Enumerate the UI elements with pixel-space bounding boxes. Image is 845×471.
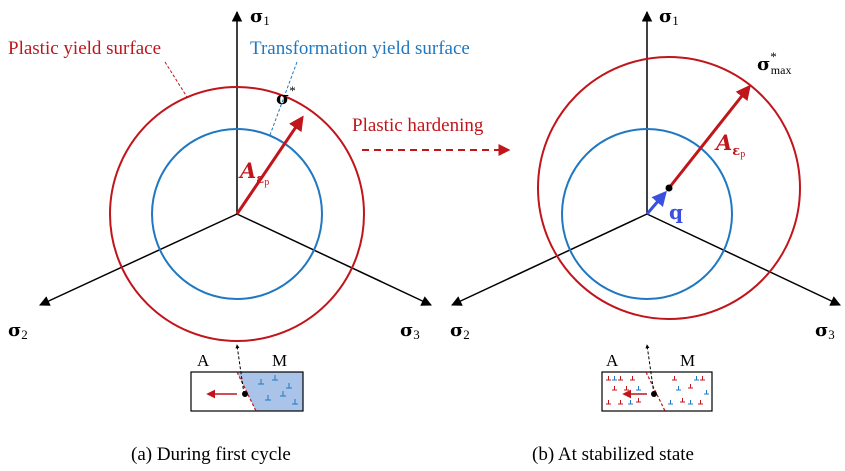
axis-sigma3-a (236, 213, 432, 306)
inset-a-martensite-region (237, 372, 303, 411)
plastic-yield-surface-b (537, 56, 801, 320)
transformation-leader-a (269, 61, 298, 136)
q-label: q (669, 200, 683, 224)
inset-b-martensite-label: M (680, 351, 695, 370)
inset-a-dashed-arrow (235, 344, 245, 395)
transformation-yield-label: Transformation yield surface (250, 38, 470, 59)
sigma3-label-b: σ3 (815, 320, 835, 342)
transformation-yield-surface-b (561, 128, 733, 300)
plastic-hardening-arrow: Plastic hardening (352, 115, 511, 156)
inset-b-austenite-label: A (606, 351, 619, 370)
panel-a: σ1 σ2 σ3 Plastic yield surface Transform… (8, 6, 470, 465)
inset-b-dislocations-red (606, 376, 705, 405)
sigma1-label-b: σ1 (659, 6, 679, 28)
inset-a-dot (242, 391, 248, 397)
inset-b: A M (601, 344, 713, 412)
plastic-leader-a (164, 61, 188, 98)
sigma-max-label: σ*max (757, 49, 791, 77)
axis-sigma2-b (451, 213, 648, 306)
caption-b: (b) At stabilized state (532, 444, 694, 465)
sigma2-label-b: σ2 (450, 320, 470, 342)
center-dot-b (665, 184, 673, 192)
caption-a: (a) During first cycle (131, 444, 291, 465)
inset-b-dot (651, 391, 657, 397)
plastic-yield-label: Plastic yield surface (8, 38, 161, 59)
inset-b-dislocations-blue (612, 376, 709, 405)
sigma2-label-a: σ2 (8, 320, 28, 342)
inset-b-dashed-arrow (645, 344, 655, 395)
panel-b: σ1 σ2 σ3 σ*max Aεp q A M (450, 6, 841, 465)
axis-sigma3-b (646, 213, 841, 306)
vector-q (645, 190, 667, 215)
inset-a-austenite-label: A (197, 351, 210, 370)
plastic-hardening-label: Plastic hardening (352, 115, 484, 136)
inset-a-box (190, 371, 304, 412)
vector-a-epsp-b (667, 84, 751, 189)
inset-a-dislocations (258, 375, 298, 405)
transformation-yield-surface-a (151, 128, 323, 300)
sigma1-label-a: σ1 (250, 6, 270, 28)
inset-a-martensite-label: M (272, 351, 287, 370)
sigma3-label-a: σ3 (400, 320, 420, 342)
axis-sigma2-a (39, 213, 238, 306)
plastic-yield-surface-a (109, 86, 365, 342)
vector-a-epsp-a (235, 115, 304, 215)
vector-label-a: Aεp (238, 158, 269, 188)
sigma-star-label: σ* (276, 83, 296, 109)
inset-b-box (601, 371, 713, 412)
inset-a: A M (190, 344, 304, 412)
vector-label-b: Aεp (714, 130, 745, 160)
